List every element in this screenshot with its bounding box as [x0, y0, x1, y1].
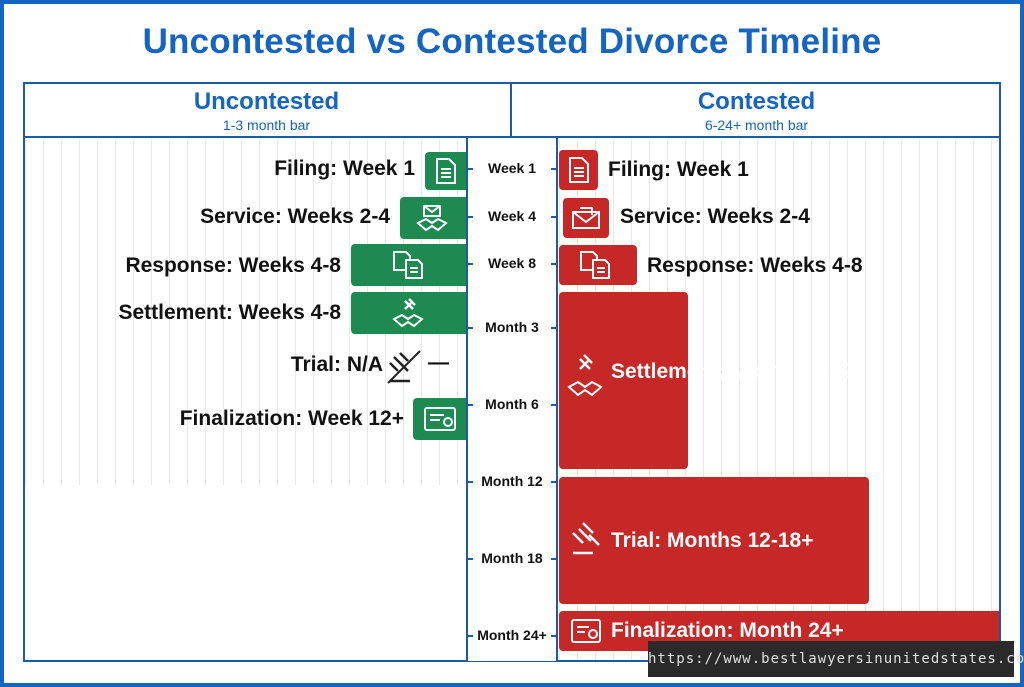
- uncontested-settlement-bar: [351, 292, 466, 334]
- axis-tick: Month 6: [466, 396, 558, 412]
- gavel-icon: [566, 518, 606, 560]
- uncontested-filing-label: Filing: Week 1: [274, 157, 415, 180]
- uncontested-response-label: Response: Weeks 4-8: [125, 254, 341, 277]
- handshake-envelope-icon: [410, 199, 454, 237]
- contested-service-label: Service: Weeks 2-4: [620, 205, 810, 228]
- not-applicable-mark: —: [428, 351, 449, 374]
- axis-tick: Week 4: [466, 208, 558, 224]
- contested-header: Contested 6-24+ month bar: [512, 82, 1001, 138]
- crossed-gavel-icon: [386, 349, 422, 385]
- axis-tick: Month 18: [466, 550, 558, 566]
- contested-filing-label: Filing: Week 1: [608, 158, 749, 181]
- axis-tick: Month 3: [466, 319, 558, 335]
- uncontested-finalization-label: Finalization: Week 12+: [179, 407, 404, 430]
- uncontested-heading: Uncontested: [193, 88, 340, 115]
- uncontested-service-bar: [400, 197, 466, 239]
- envelope-icon: [563, 198, 609, 238]
- contested-heading: Contested: [697, 88, 816, 115]
- document-icon: [559, 150, 598, 190]
- contested-filing-bar: [559, 150, 598, 190]
- certificate-icon: [413, 398, 466, 440]
- contested-service-bar: [563, 198, 609, 238]
- gavel-handshake-icon: [564, 350, 606, 406]
- contested-subheading: 6-24+ month bar: [704, 117, 809, 133]
- contested-trial-bar: [559, 477, 869, 604]
- timeline-panel: [23, 82, 1001, 662]
- uncontested-trial-label: Trial: N/A: [290, 353, 383, 376]
- documents-icon: [380, 246, 436, 284]
- axis-tick: Month 24+: [466, 627, 558, 643]
- uncontested-subheading: 1-3 month bar: [222, 117, 311, 133]
- axis-tick: Week 1: [466, 160, 558, 176]
- gavel-handshake-icon: [385, 294, 431, 332]
- documents-icon: [569, 245, 621, 285]
- contested-finalization-label: Finalization: Month 24+: [611, 619, 844, 642]
- document-icon: [425, 152, 466, 190]
- page-title: Uncontested vs Contested Divorce Timelin…: [142, 22, 882, 61]
- contested-settlement-bar: [559, 292, 688, 469]
- uncontested-header: Uncontested 1-3 month bar: [23, 82, 512, 138]
- watermark-url: https://www.bestlawyersinunitedstates.co…: [648, 641, 1024, 677]
- uncontested-settlement-label: Settlement: Weeks 4-8: [118, 301, 341, 324]
- certificate-icon: [566, 613, 606, 649]
- axis-tick: Week 8: [466, 255, 558, 271]
- contested-response-label: Response: Weeks 4-8: [647, 254, 863, 277]
- uncontested-service-label: Service: Weeks 2-4: [200, 205, 390, 228]
- contested-settlement-label: Settlement: Months 2-12: [611, 360, 854, 383]
- timeline-axis: [466, 138, 558, 661]
- axis-tick: Month 12: [466, 473, 558, 489]
- contested-trial-label: Trial: Months 12-18+: [611, 529, 814, 552]
